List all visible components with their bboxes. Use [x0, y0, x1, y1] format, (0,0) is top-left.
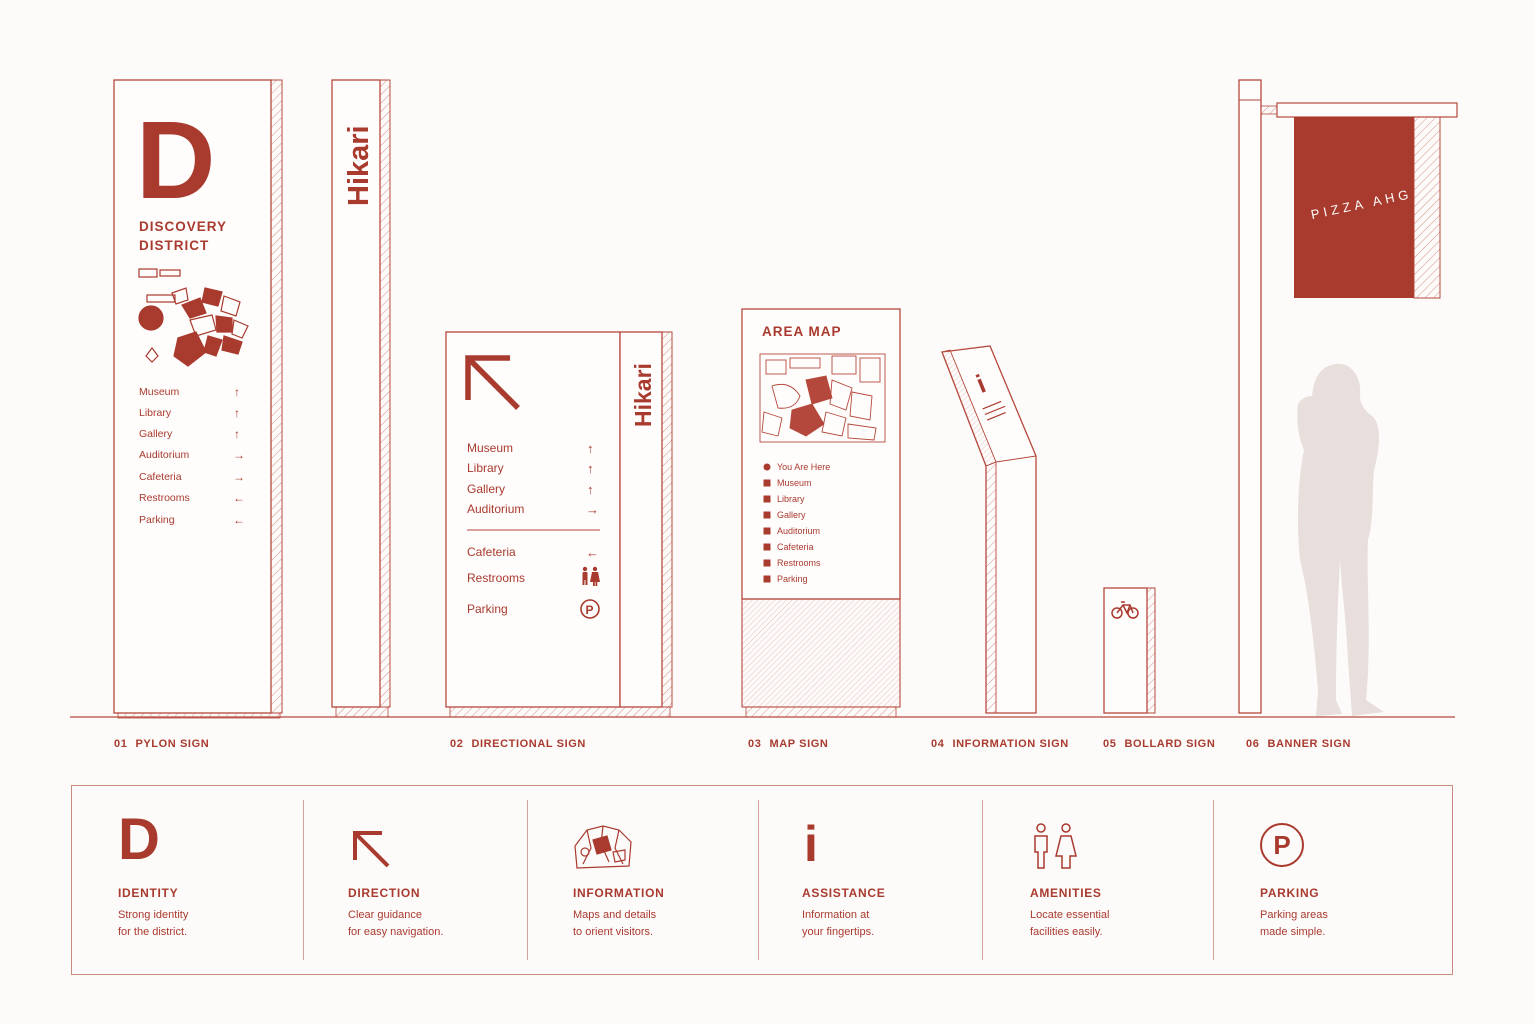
person-silhouette	[1297, 363, 1384, 716]
info-icon: i	[804, 816, 818, 872]
arrow-up-icon: ↑	[234, 385, 240, 399]
legend-desc: Strong identity for the district.	[118, 909, 189, 938]
parking-icon: P	[1260, 823, 1304, 867]
legend-desc: Parking areas made simple.	[1260, 909, 1328, 938]
pylon-item-label: Restrooms	[139, 492, 190, 504]
directional-item-label: Library	[467, 461, 504, 475]
pylon-item-label: Cafeteria	[139, 471, 182, 483]
directional-item-label: Cafeteria	[467, 545, 516, 559]
arrow-left-icon: ←	[233, 491, 245, 505]
pylon-item-label: Parking	[139, 514, 175, 526]
pylon-item-label: Library	[139, 407, 172, 419]
arrow-up-icon: ↑	[587, 482, 594, 497]
map-legend-item: Restrooms	[777, 558, 821, 568]
arrow-right-icon: →	[233, 448, 245, 462]
bollard-sign	[1103, 587, 1156, 714]
pylon-directory-list: Museum ↑ Library ↑ Gallery ↑ Auditorium …	[139, 385, 245, 527]
legend-desc: Clear guidance for easy navigation.	[348, 909, 444, 938]
information-sign: i	[941, 345, 1037, 714]
pylon-item-label: Gallery	[139, 428, 173, 440]
directional-item-label: Museum	[467, 441, 513, 455]
map-legend-item: Library	[777, 494, 805, 504]
arrow-up-left-icon	[353, 831, 390, 868]
you-are-here-marker	[763, 463, 771, 471]
legend-desc: Information at your fingertips.	[802, 909, 875, 938]
pylon-item-label: Museum	[139, 386, 180, 398]
arrow-right-icon: →	[586, 502, 599, 517]
parking-glyph: P	[586, 603, 594, 617]
map-legend-item: You Are Here	[777, 462, 830, 472]
directional-sign: Hikari Museum ↑ Library ↑ Gallery ↑ Audi…	[445, 331, 673, 718]
legend-title: DIRECTION	[348, 886, 421, 900]
map-legend-item: Gallery	[777, 510, 806, 520]
hikari-brand-text: Hikari	[630, 363, 656, 427]
arrow-left-icon: ←	[233, 513, 245, 527]
pylon-title-line2: DISTRICT	[139, 238, 209, 253]
map-legend-item: Parking	[777, 574, 808, 584]
map-legend-item: Cafeteria	[777, 542, 814, 552]
map-sign: AREA MAP You Are Here Museum Library	[741, 308, 901, 718]
map-legend-item: Museum	[777, 478, 812, 488]
pylon-sign: D DISCOVERY DISTRICT Museum ↑ Library	[113, 79, 283, 719]
legend-title: PARKING	[1260, 886, 1320, 900]
map-legend: You Are Here Museum Library Gallery Audi…	[763, 462, 830, 584]
restroom-icon	[582, 566, 600, 586]
map-legend-item: Auditorium	[777, 526, 820, 536]
pylon-map-illustration	[138, 268, 249, 367]
arrow-up-icon: ↑	[587, 461, 594, 476]
hikari-post-sign: Hikari	[331, 79, 391, 718]
directional-item-label: Gallery	[467, 482, 505, 496]
arrow-left-icon: ←	[586, 545, 599, 560]
legend-desc: Locate essential facilities easily.	[1030, 909, 1110, 938]
map-illustration	[759, 353, 886, 443]
pylon-title-line1: DISCOVERY	[139, 219, 227, 234]
parking-icon	[580, 599, 600, 619]
bicycle-icon	[1111, 601, 1139, 619]
directional-item-label: Restrooms	[467, 571, 525, 585]
legend-title: INFORMATION	[573, 886, 665, 900]
map-icon	[574, 825, 632, 869]
pylon-letter: D	[136, 99, 215, 222]
arrow-right-icon: →	[233, 470, 245, 484]
signage-elevation-drawing: D DISCOVERY DISTRICT Museum ↑ Library	[70, 79, 1458, 719]
d-letter-icon: D	[118, 807, 160, 872]
legend-title: AMENITIES	[1030, 886, 1102, 900]
hikari-brand-text: Hikari	[343, 125, 375, 206]
restroom-icon	[1034, 823, 1077, 869]
pylon-item-label: Auditorium	[139, 449, 189, 461]
legend-title: ASSISTANCE	[802, 886, 886, 900]
legend-title: IDENTITY	[118, 886, 179, 900]
banner-flag	[1294, 117, 1414, 298]
legend-desc: Maps and details to orient visitors.	[573, 909, 657, 938]
directional-item-label: Parking	[467, 602, 508, 616]
arrow-up-icon: ↑	[234, 406, 240, 420]
banner-sign: PIZZA AHG	[1238, 79, 1458, 714]
feature-legend-panel: D IDENTITY Strong identity for the distr…	[71, 785, 1453, 975]
map-sign-title: AREA MAP	[762, 324, 842, 339]
directional-item-label: Auditorium	[467, 502, 524, 516]
arrow-up-left-icon	[465, 355, 520, 410]
arrow-up-icon: ↑	[234, 427, 240, 441]
arrow-up-icon: ↑	[587, 441, 594, 456]
